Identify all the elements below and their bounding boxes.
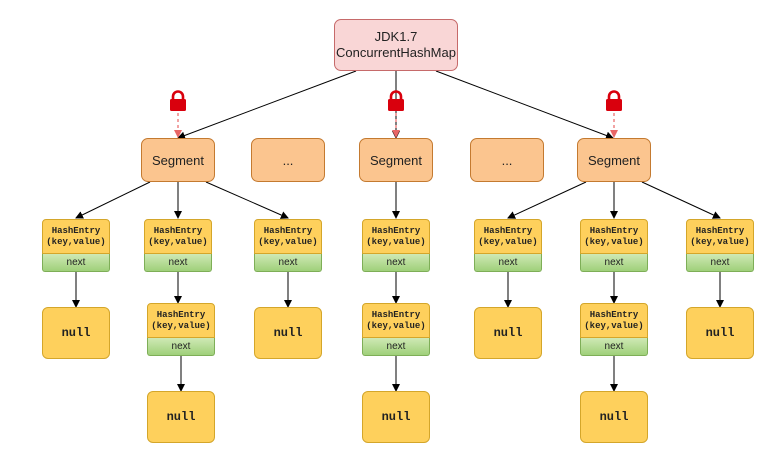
hash-entry-title: HashEntry (589, 309, 639, 320)
null-node: null (362, 391, 430, 443)
next-label: next (66, 257, 86, 268)
hash-entry-next: next (580, 338, 648, 356)
segment-label: Segment (587, 152, 641, 168)
hash-entry-keyvalue: (key,value) (584, 320, 644, 331)
ellipsis-label: ... (282, 152, 294, 168)
hash-entry-kv: HashEntry(key,value) (580, 303, 648, 338)
next-label: next (278, 257, 298, 268)
next-label: next (604, 257, 624, 268)
hash-entry-kv: HashEntry(key,value) (42, 219, 110, 254)
null-node: null (254, 307, 322, 359)
hash-entry-title: HashEntry (51, 225, 101, 236)
hash-entry-title: HashEntry (589, 225, 639, 236)
null-label: null (166, 410, 196, 424)
hash-entry-keyvalue: (key,value) (151, 320, 211, 331)
hash-entry-keyvalue: (key,value) (258, 236, 318, 247)
ellipsis-label: ... (501, 152, 513, 168)
hash-entry-next: next (254, 254, 322, 272)
hash-entry-next: next (686, 254, 754, 272)
hash-entry-next: next (474, 254, 542, 272)
hash-entry-kv: HashEntry(key,value) (362, 219, 430, 254)
next-label: next (171, 341, 191, 352)
root-line-1: JDK1.7 (374, 29, 418, 44)
lock-icon (606, 90, 622, 111)
null-node: null (686, 307, 754, 359)
hash-entry: HashEntry(key,value) next (147, 303, 215, 356)
lock-icon (388, 90, 404, 111)
next-label: next (168, 257, 188, 268)
segment-label: Segment (369, 152, 423, 168)
edge-root-segment-1 (177, 70, 357, 140)
null-node: null (474, 307, 542, 359)
null-label: null (61, 326, 91, 340)
hash-entry-next: next (144, 254, 212, 272)
hash-entry-title: HashEntry (483, 225, 533, 236)
ellipsis-node-2: ... (470, 138, 544, 182)
hash-entry-keyvalue: (key,value) (46, 236, 106, 247)
null-node: null (580, 391, 648, 443)
root-line-2: ConcurrentHashMap (336, 45, 456, 60)
next-label: next (498, 257, 518, 268)
hash-entry-title: HashEntry (153, 225, 203, 236)
hash-entry-keyvalue: (key,value) (366, 236, 426, 247)
hash-entry-title: HashEntry (695, 225, 745, 236)
hash-entry-next: next (42, 254, 110, 272)
hash-entry-next: next (362, 254, 430, 272)
root-node: JDK1.7 ConcurrentHashMap (334, 19, 458, 71)
lock-icon (170, 90, 186, 111)
segment-label: Segment (151, 152, 205, 168)
ellipsis-node-1: ... (251, 138, 325, 182)
hash-entry-kv: HashEntry(key,value) (144, 219, 212, 254)
segment-node-3: Segment (577, 138, 651, 182)
hash-entry: HashEntry(key,value) next (580, 219, 648, 272)
null-label: null (705, 326, 735, 340)
hash-entry: HashEntry(key,value) next (362, 303, 430, 356)
null-label: null (493, 326, 523, 340)
hash-entry-keyvalue: (key,value) (478, 236, 538, 247)
hash-entry-title: HashEntry (371, 225, 421, 236)
hash-entry-keyvalue: (key,value) (148, 236, 208, 247)
edge-seg1-entry-a (75, 181, 151, 219)
null-node: null (42, 307, 110, 359)
hash-entry-kv: HashEntry(key,value) (254, 219, 322, 254)
hash-entry: HashEntry(key,value) next (254, 219, 322, 272)
hash-entry-kv: HashEntry(key,value) (147, 303, 215, 338)
edge-seg3-entry-c (641, 181, 721, 219)
next-label: next (386, 341, 406, 352)
hash-entry-keyvalue: (key,value) (690, 236, 750, 247)
hash-entry-next: next (580, 254, 648, 272)
hash-entry-kv: HashEntry(key,value) (686, 219, 754, 254)
hash-entry-kv: HashEntry(key,value) (362, 303, 430, 338)
null-label: null (273, 326, 303, 340)
segment-node-1: Segment (141, 138, 215, 182)
null-node: null (147, 391, 215, 443)
next-label: next (710, 257, 730, 268)
hash-entry: HashEntry(key,value) next (42, 219, 110, 272)
hash-entry-keyvalue: (key,value) (366, 320, 426, 331)
next-label: next (604, 341, 624, 352)
next-label: next (386, 257, 406, 268)
null-label: null (381, 410, 411, 424)
hash-entry-keyvalue: (key,value) (584, 236, 644, 247)
hash-entry: HashEntry(key,value) next (580, 303, 648, 356)
hash-entry-title: HashEntry (263, 225, 313, 236)
edge-root-segment-3 (435, 70, 614, 140)
hash-entry-next: next (362, 338, 430, 356)
hash-entry: HashEntry(key,value) next (144, 219, 212, 272)
hash-entry-next: next (147, 338, 215, 356)
hash-entry: HashEntry(key,value) next (362, 219, 430, 272)
hash-entry-title: HashEntry (156, 309, 206, 320)
hash-entry-kv: HashEntry(key,value) (580, 219, 648, 254)
null-label: null (599, 410, 629, 424)
edge-seg1-entry-c (205, 181, 289, 219)
segment-node-2: Segment (359, 138, 433, 182)
hash-entry-title: HashEntry (371, 309, 421, 320)
hash-entry: HashEntry(key,value) next (686, 219, 754, 272)
hash-entry: HashEntry(key,value) next (474, 219, 542, 272)
edge-seg3-entry-a (507, 181, 587, 219)
hash-entry-kv: HashEntry(key,value) (474, 219, 542, 254)
